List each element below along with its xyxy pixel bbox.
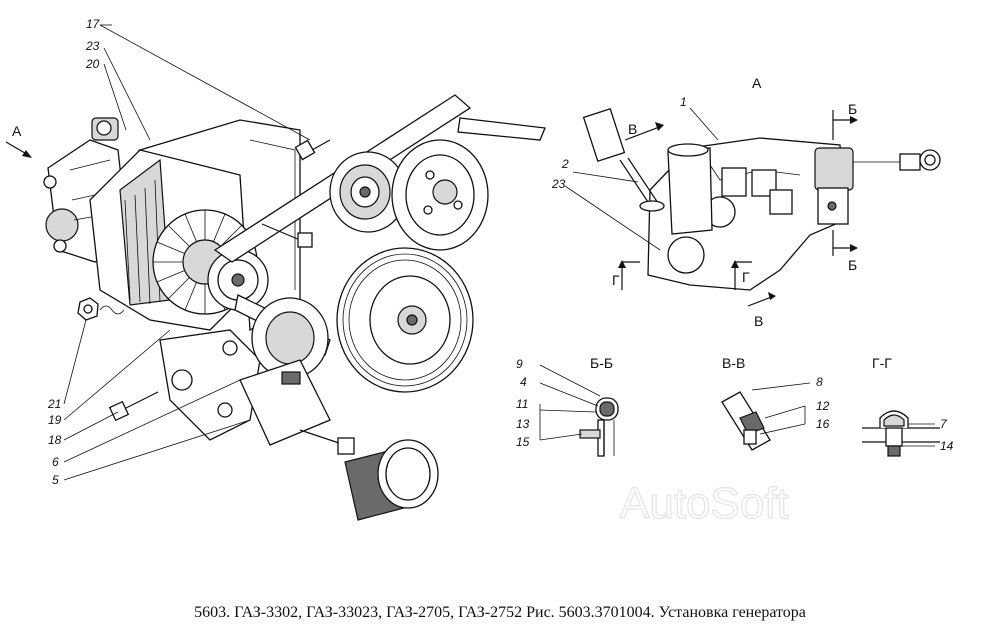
section-mark-g-right: Г bbox=[742, 269, 750, 285]
bolt-17 bbox=[294, 139, 331, 161]
section-vv-title: В-В bbox=[722, 355, 745, 371]
bb-callout-9: 9 bbox=[516, 357, 523, 371]
detail-callout-1: 1 bbox=[680, 95, 687, 109]
bb-callout-11: 11 bbox=[516, 397, 528, 411]
mounting-bracket bbox=[159, 329, 261, 441]
bolt-18 bbox=[108, 391, 159, 422]
gg-callout-14: 14 bbox=[940, 439, 954, 453]
section-mark-g-left: Г bbox=[612, 272, 620, 288]
vv-callout-16: 16 bbox=[816, 417, 830, 431]
belt-tensioner bbox=[239, 297, 331, 446]
section-mark-v: В В bbox=[624, 121, 776, 329]
view-arrow-a: А bbox=[5, 123, 32, 158]
detail-view-a-title: А bbox=[752, 75, 762, 91]
section-mark-b: Б Б bbox=[832, 101, 858, 273]
vv-callout-8: 8 bbox=[816, 375, 823, 389]
bb-callout-13: 13 bbox=[516, 417, 530, 431]
callout-21: 21 bbox=[47, 397, 61, 411]
main-exploded-view: А bbox=[5, 17, 546, 521]
detail-callout-2: 2 bbox=[561, 157, 569, 171]
bb-callout-4: 4 bbox=[520, 375, 527, 389]
callout-23: 23 bbox=[85, 39, 100, 53]
watermark: AutoSoft bbox=[620, 479, 789, 528]
figure-caption: 5603. ГАЗ-3302, ГАЗ-33023, ГАЗ-2705, ГАЗ… bbox=[194, 604, 806, 621]
gg-callout-7: 7 bbox=[940, 417, 948, 431]
section-vv: В-В 8 12 16 bbox=[721, 355, 830, 451]
detail-callout-23: 23 bbox=[551, 177, 566, 191]
section-gg: Г-Г 7 14 bbox=[862, 355, 954, 457]
section-mark-g: Г Г bbox=[612, 260, 752, 290]
nut-21 bbox=[77, 297, 125, 321]
bolt-6 bbox=[299, 429, 355, 455]
section-bb-title: Б-Б bbox=[590, 355, 613, 371]
main-leader-lines bbox=[63, 24, 311, 481]
callout-20: 20 bbox=[85, 57, 100, 71]
detail-view-a: А Б Б bbox=[551, 75, 941, 329]
callout-19: 19 bbox=[48, 413, 62, 427]
section-mark-v-top: В bbox=[628, 121, 637, 137]
section-gg-title: Г-Г bbox=[872, 355, 892, 371]
bushing-5 bbox=[344, 439, 439, 521]
idler-pulley bbox=[329, 151, 407, 233]
callout-6: 6 bbox=[52, 455, 59, 469]
section-bb: Б-Б 9 4 11 13 15 bbox=[516, 355, 619, 457]
callout-18: 18 bbox=[48, 433, 62, 447]
crankshaft-pulley bbox=[336, 247, 474, 393]
view-arrow-a-label: А bbox=[12, 123, 22, 139]
alternator bbox=[89, 119, 301, 332]
water-pump-pulley bbox=[391, 139, 489, 251]
callout-5: 5 bbox=[52, 473, 59, 487]
bb-callout-15: 15 bbox=[516, 435, 530, 449]
section-mark-b-bottom: Б bbox=[848, 257, 857, 273]
section-mark-b-top: Б bbox=[848, 101, 857, 117]
callout-17: 17 bbox=[86, 17, 101, 31]
vv-callout-12: 12 bbox=[816, 399, 830, 413]
bolt-upper bbox=[261, 223, 313, 248]
section-mark-v-bottom: В bbox=[754, 313, 763, 329]
